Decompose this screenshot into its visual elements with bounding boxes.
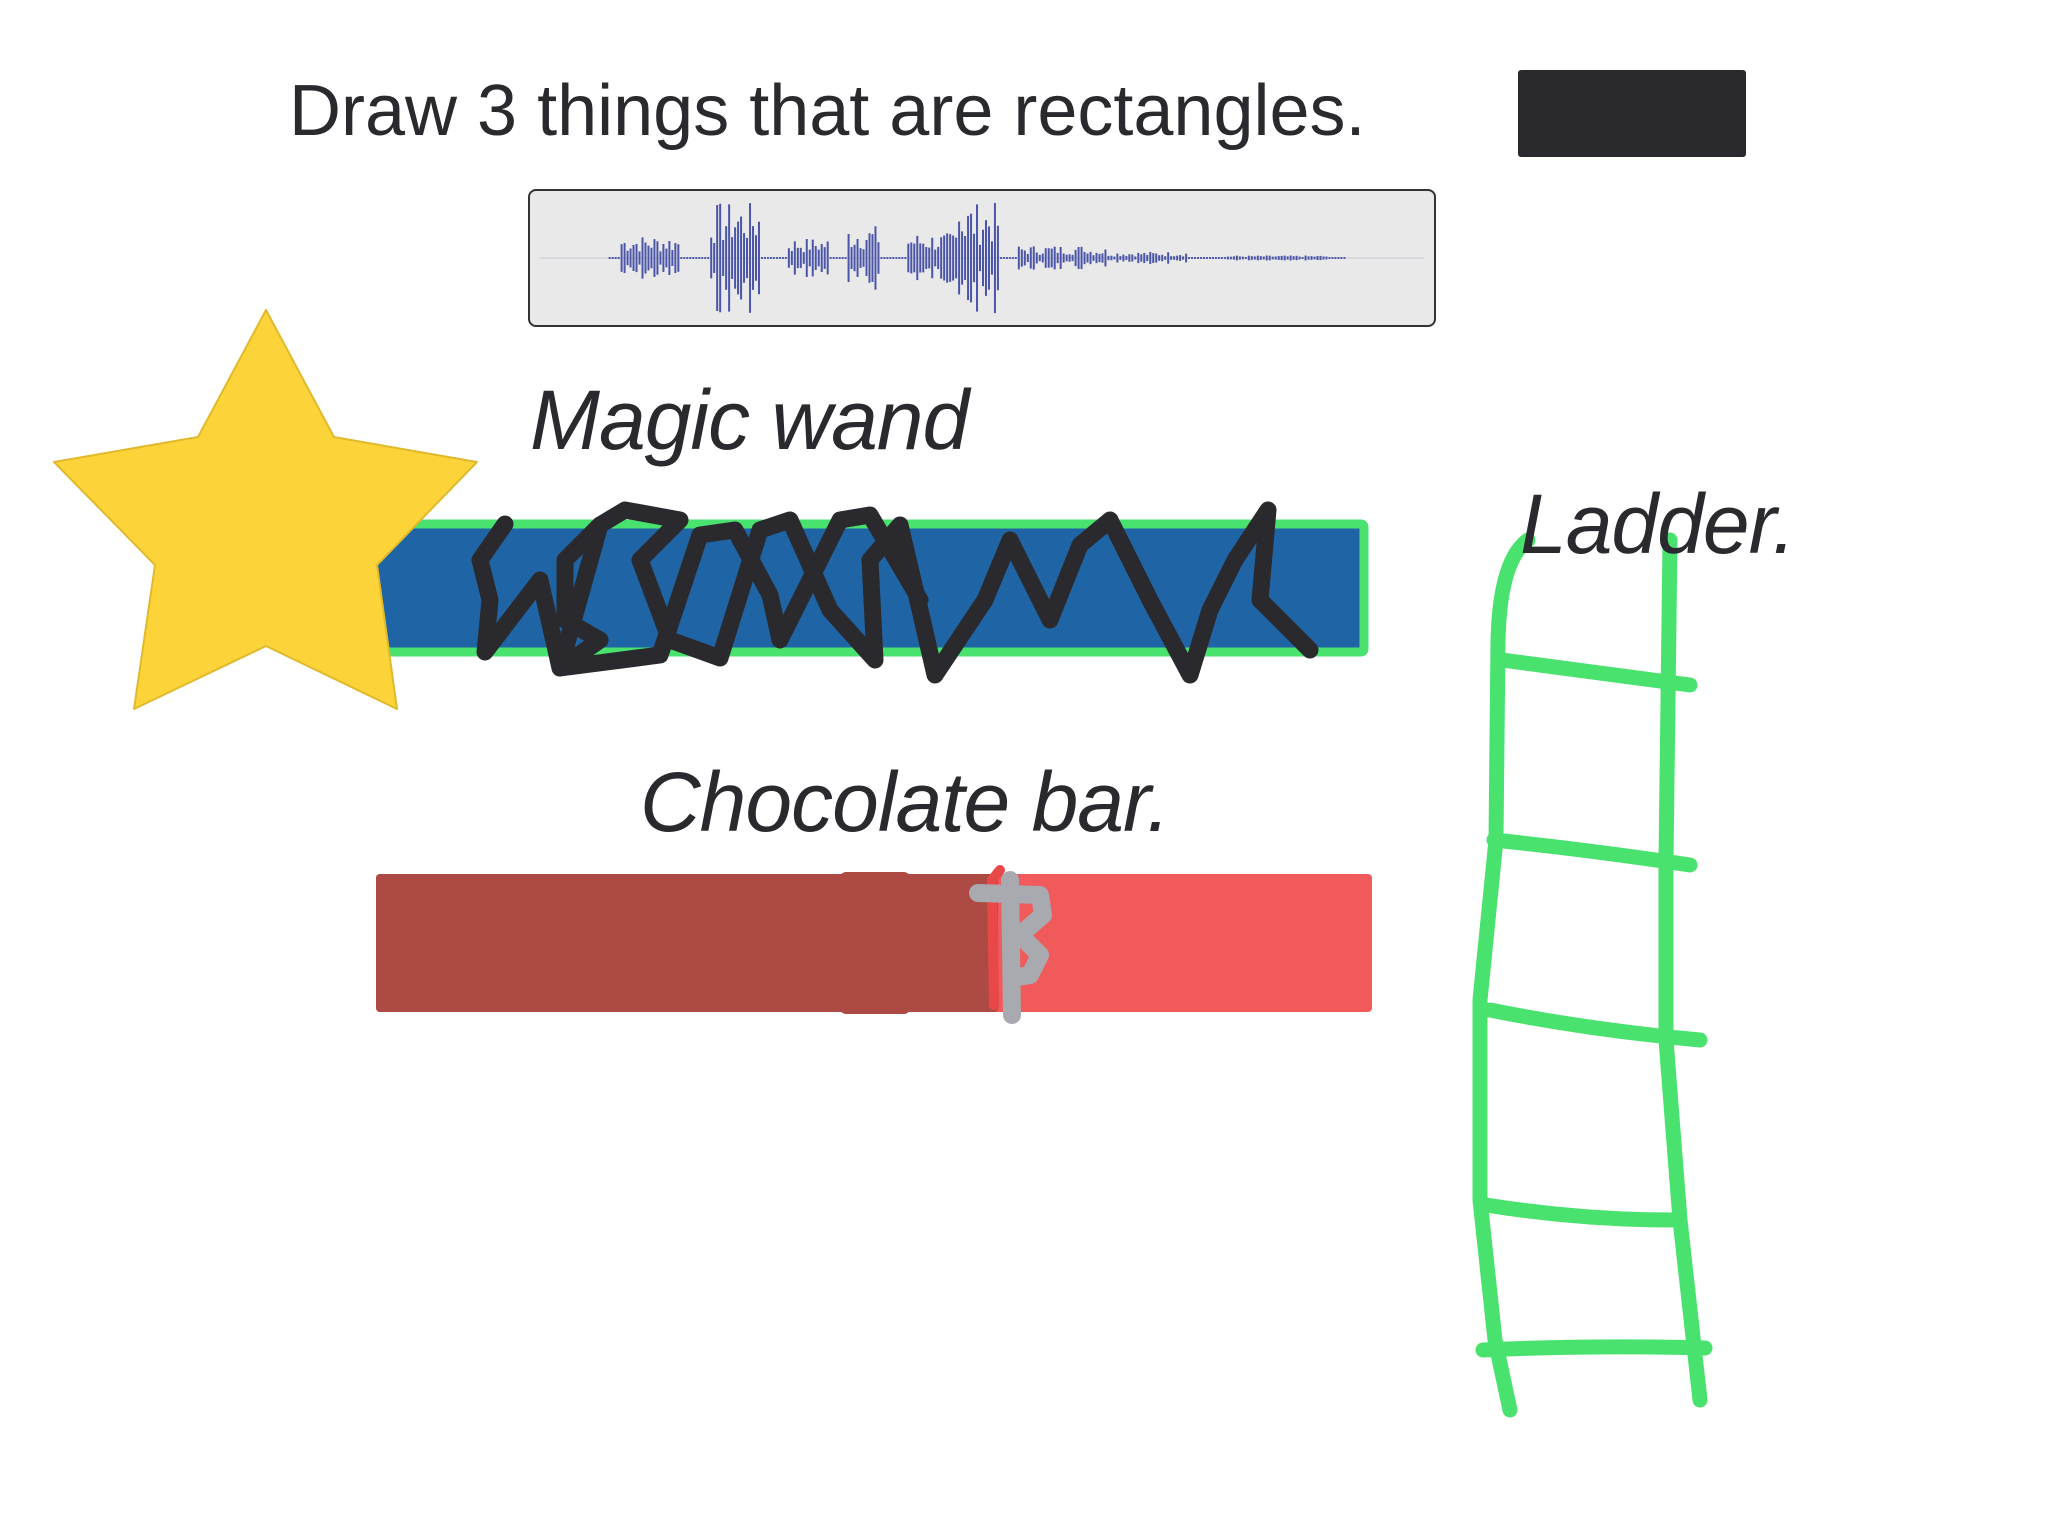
label-magic-wand: Magic wand	[530, 373, 969, 467]
ladder-rail-right	[1658, 532, 1708, 1408]
star-shape[interactable]	[53, 309, 478, 710]
audio-clip-player[interactable]	[528, 189, 1436, 327]
ladder-rung-3	[1482, 1002, 1708, 1048]
label-ladder: Ladder.	[1520, 477, 1796, 571]
ladder-rung-4	[1478, 1197, 1680, 1228]
ladder-drawing[interactable]	[1472, 532, 1713, 1418]
ladder-rung-2	[1486, 832, 1698, 873]
chocolate-red-mark	[986, 865, 1005, 1010]
ladder-rung-5	[1475, 1339, 1713, 1358]
ladder-rung-1	[1494, 652, 1698, 693]
redacted-block	[1518, 70, 1746, 157]
ladder-rail-left	[1472, 532, 1536, 1418]
audio-waveform-icon	[539, 202, 1425, 314]
chocolate-gray-mark	[969, 871, 1052, 1024]
label-chocolate-bar: Chocolate bar.	[640, 755, 1170, 849]
wand-scribble-2	[551, 506, 929, 677]
chocolate-bar-dark-tab	[840, 872, 910, 1014]
prompt-text: Draw 3 things that are rectangles.	[289, 71, 1366, 151]
